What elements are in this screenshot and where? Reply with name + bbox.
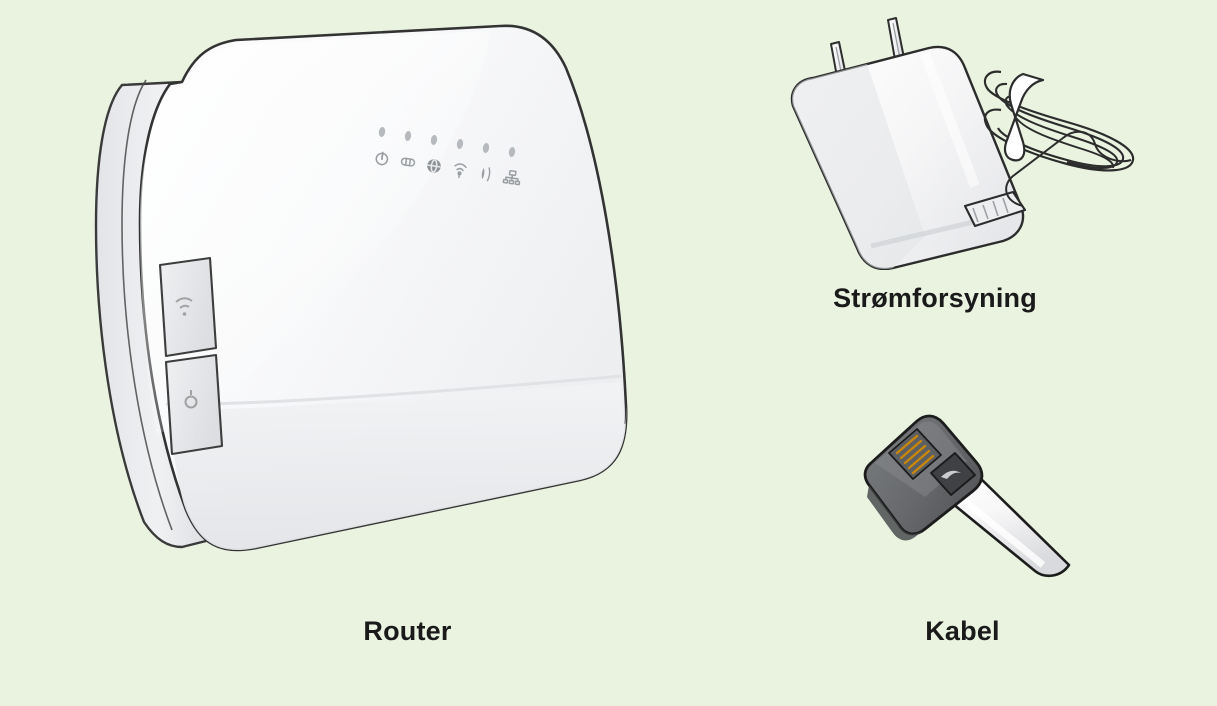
cable-graphic bbox=[863, 414, 1071, 578]
power-icon bbox=[375, 151, 389, 166]
router-graphic bbox=[94, 24, 628, 552]
power-supply-illustration bbox=[775, 10, 1155, 270]
router-caption: Router bbox=[363, 616, 452, 646]
connector-contacts bbox=[888, 428, 942, 480]
wps-wifi-button-icon bbox=[175, 297, 193, 316]
cable-caption: Kabel bbox=[925, 616, 1000, 646]
broadband-icon bbox=[400, 157, 416, 167]
router-illustration bbox=[60, 10, 680, 570]
connector-clip-window bbox=[930, 452, 976, 496]
router-body bbox=[138, 24, 628, 552]
router-side-buttons[interactable] bbox=[158, 256, 224, 456]
cable-jacket bbox=[945, 471, 1071, 578]
adapter-body bbox=[790, 45, 1025, 270]
lan-ethernet-icon bbox=[502, 169, 521, 186]
power-supply-caption: Strømforsyning bbox=[833, 283, 1037, 313]
coiled-cable bbox=[983, 70, 1135, 207]
wps-pair-button[interactable] bbox=[164, 353, 224, 456]
wifi-icon bbox=[454, 163, 467, 179]
cable-illustration bbox=[855, 405, 1095, 585]
router-led-panel bbox=[375, 127, 521, 186]
rj-connector bbox=[863, 414, 984, 541]
wps-pair-button-icon bbox=[184, 390, 198, 409]
power-supply-graphic bbox=[790, 17, 1135, 270]
internet-globe-icon bbox=[427, 159, 441, 173]
phone-icon bbox=[481, 167, 491, 182]
led-lights bbox=[378, 127, 516, 157]
